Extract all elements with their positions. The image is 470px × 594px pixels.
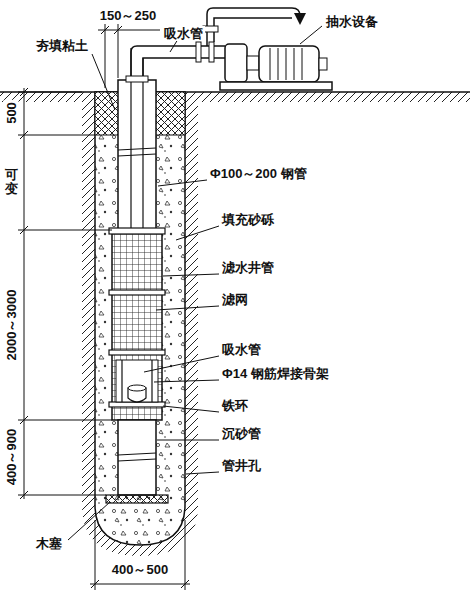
dimension-label: 2000～3000 xyxy=(4,288,19,363)
part-label: 填充砂砾 xyxy=(220,212,276,227)
part-label: 吸水管 xyxy=(162,26,205,41)
part-label: 吸水管 xyxy=(220,342,263,357)
dimension-label: 400～500 xyxy=(110,562,170,577)
dimension-label: 可变 xyxy=(5,167,18,198)
part-label: 沉砂管 xyxy=(220,426,263,441)
part-label: 抽水设备 xyxy=(324,14,380,29)
part-label: Φ14 钢筋焊接骨架 xyxy=(220,366,331,381)
part-label: 滤水井管 xyxy=(220,260,276,275)
part-label: 木塞 xyxy=(34,536,64,551)
dimension-label: 150～250 xyxy=(98,8,158,23)
part-label: Φ100～200 钢管 xyxy=(208,166,309,181)
part-label: 铁环 xyxy=(220,398,250,413)
dimension-label: 500 xyxy=(4,100,19,126)
part-label: 管井孔 xyxy=(220,458,263,473)
part-label: 夯填粘土 xyxy=(34,38,90,53)
part-label: 滤网 xyxy=(220,292,250,307)
dimension-label: 400～900 xyxy=(4,427,19,487)
